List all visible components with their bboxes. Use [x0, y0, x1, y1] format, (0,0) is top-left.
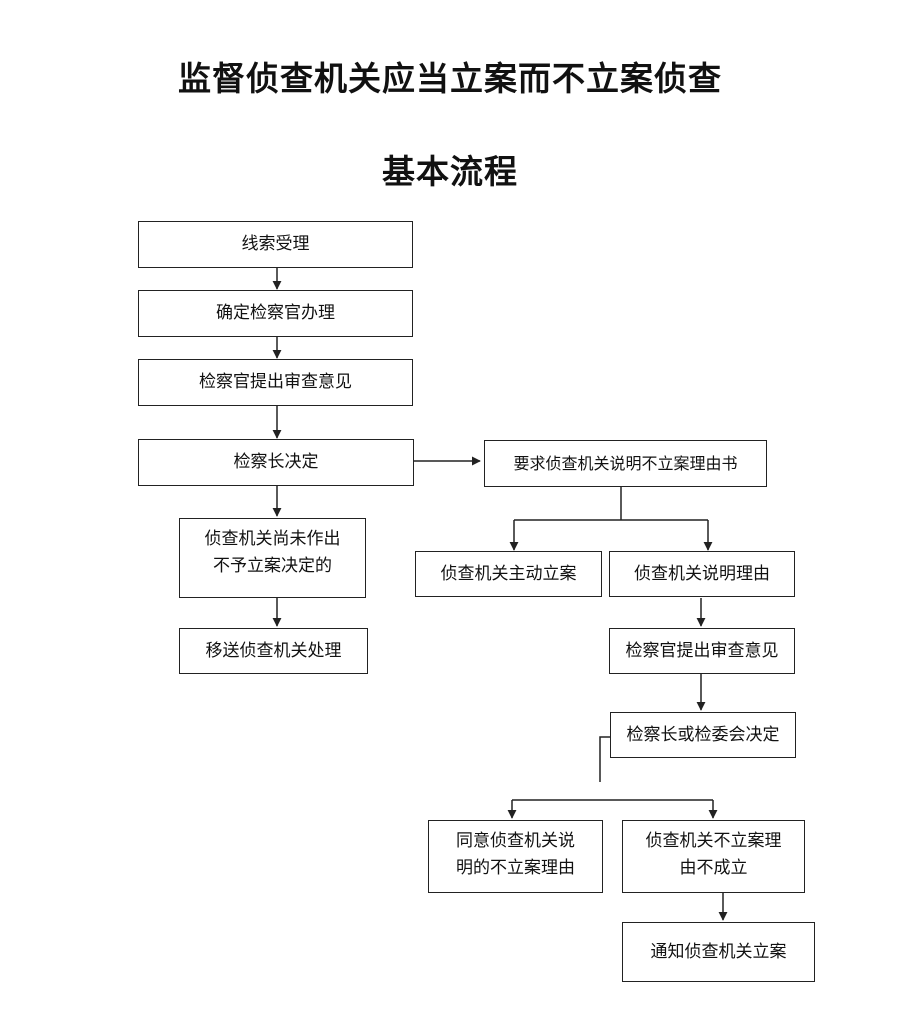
edge-committee-split-stem	[599, 736, 610, 782]
page-subtitle: 基本流程	[382, 152, 518, 191]
node-reason-invalid: 侦查机关不立案理 由不成立	[622, 820, 805, 893]
node-not-yet-decided: 侦查机关尚未作出 不予立案决定的	[179, 518, 366, 598]
node-not-yet-decided-line2: 不予立案决定的	[213, 556, 332, 576]
node-agree-reason-line2: 明的不立案理由	[456, 858, 575, 878]
node-agree-reason: 同意侦查机关说 明的不立案理由	[428, 820, 603, 893]
page-title: 监督侦查机关应当立案而不立案侦查	[178, 59, 722, 98]
node-agree-reason-line1: 同意侦查机关说	[456, 831, 575, 851]
node-assign-prosecutor: 确定检察官办理	[138, 290, 413, 337]
node-reason-invalid-line2: 由不成立	[679, 858, 748, 878]
node-not-yet-decided-line1: 侦查机关尚未作出	[204, 529, 341, 549]
node-chief-or-committee: 检察长或检委会决定	[610, 712, 796, 758]
node-self-file: 侦查机关主动立案	[415, 551, 602, 597]
node-chief-decision: 检察长决定	[138, 439, 414, 486]
node-prosecutor-opinion: 检察官提出审查意见	[138, 359, 413, 406]
node-explain-reason: 侦查机关说明理由	[609, 551, 795, 597]
node-transfer: 移送侦查机关处理	[179, 628, 368, 674]
node-request-explanation: 要求侦查机关说明不立案理由书	[484, 440, 767, 487]
node-prosecutor-opinion-2: 检察官提出审查意见	[609, 628, 795, 674]
node-notify-file: 通知侦查机关立案	[622, 922, 815, 982]
node-clue-intake: 线索受理	[138, 221, 413, 268]
node-reason-invalid-line1: 侦查机关不立案理	[645, 831, 782, 851]
